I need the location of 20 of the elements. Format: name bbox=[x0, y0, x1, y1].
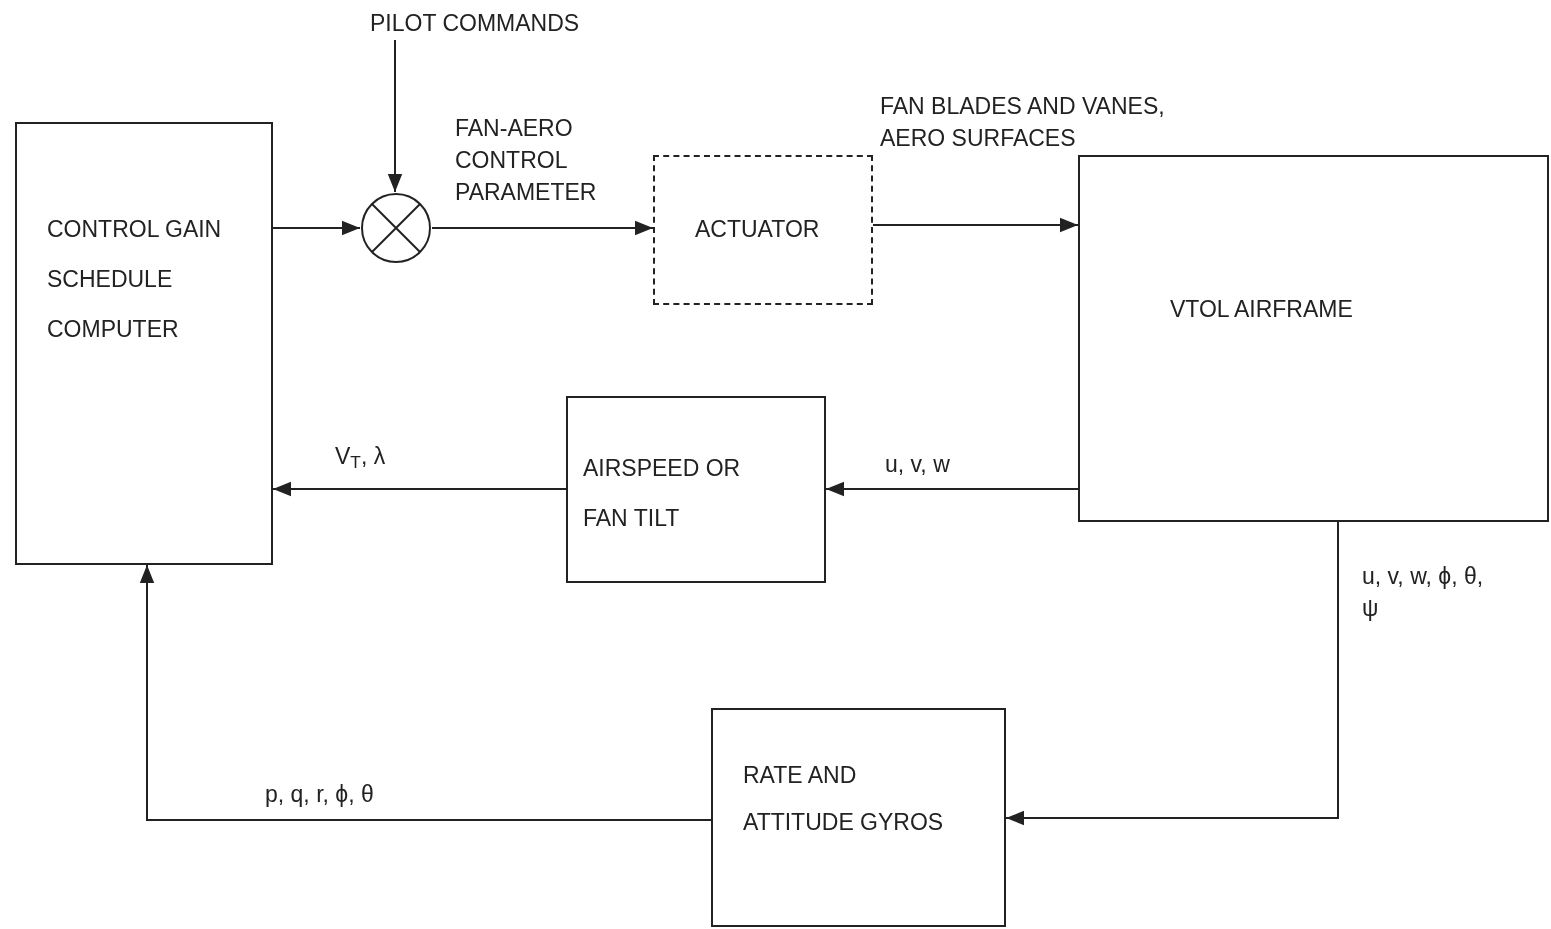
node-label: ACTUATOR bbox=[695, 215, 821, 244]
arrow bbox=[272, 481, 567, 497]
arrow bbox=[825, 481, 1079, 497]
process-box bbox=[653, 155, 873, 305]
node-label: RATE AND ATTITUDE GYROS bbox=[743, 761, 945, 837]
arrow bbox=[872, 217, 1079, 233]
node-label: VTOL AIRFRAME bbox=[1170, 295, 1354, 324]
node-label: AIRSPEED OR FAN TILT bbox=[583, 454, 742, 533]
process-box bbox=[1078, 155, 1549, 522]
summing-junction bbox=[360, 192, 432, 264]
arrow bbox=[139, 564, 712, 821]
arrow bbox=[387, 39, 403, 193]
node-label: CONTROL GAIN SCHEDULE COMPUTER bbox=[47, 215, 223, 344]
process-box bbox=[15, 122, 273, 565]
process-box bbox=[711, 708, 1006, 927]
arrow bbox=[1005, 521, 1339, 826]
arrow bbox=[272, 220, 361, 236]
node-label: PILOT COMMANDS bbox=[370, 9, 581, 38]
process-box bbox=[566, 396, 826, 583]
arrow bbox=[431, 220, 654, 236]
